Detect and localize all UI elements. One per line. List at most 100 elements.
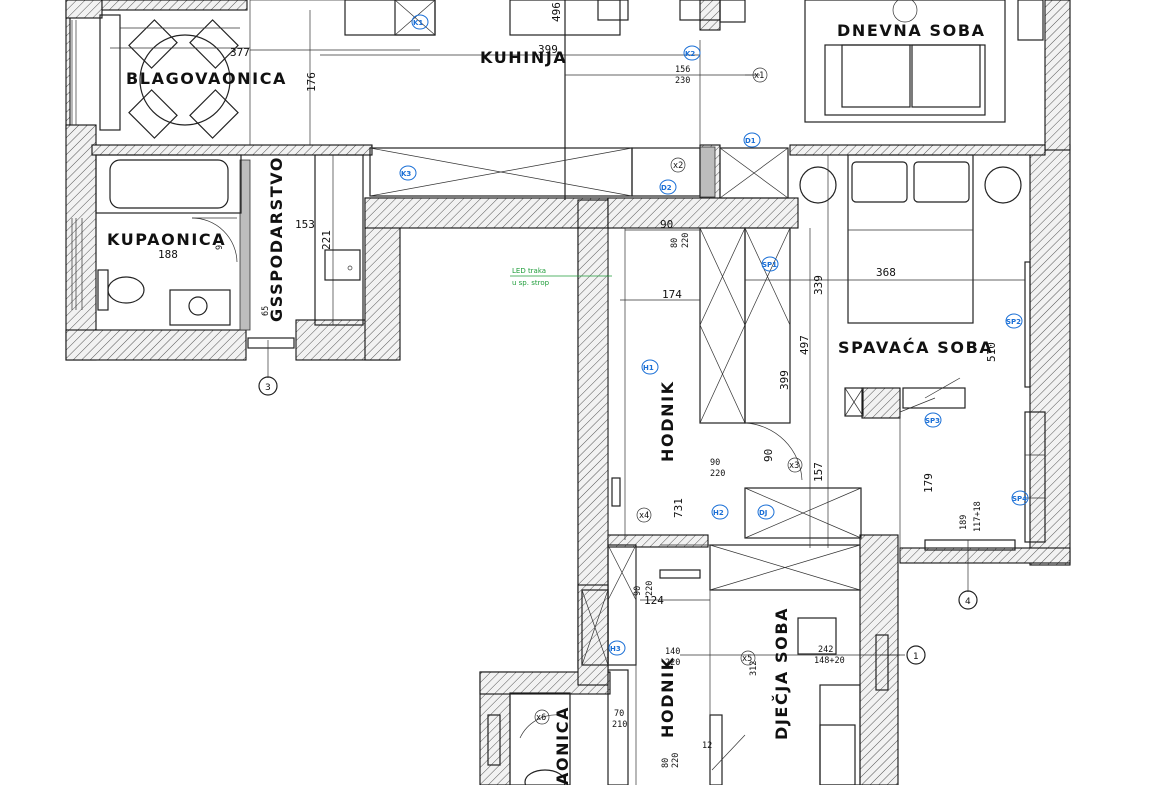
dim-label: 230 — [675, 76, 690, 86]
dim-label: 176 — [305, 72, 318, 92]
dim-label: 220 — [710, 469, 725, 479]
bed — [799, 154, 1022, 324]
pantry-shelves — [314, 154, 364, 326]
axis-marker-1: 1 — [906, 645, 926, 665]
dim-label: 179 — [922, 473, 935, 493]
dim-label: 496 — [550, 2, 563, 22]
door-frame — [247, 337, 295, 349]
tag-label: K2 — [685, 50, 695, 58]
bathtub — [95, 154, 242, 214]
dim-label: 312 — [749, 661, 759, 676]
dim-label: 220 — [681, 233, 691, 248]
led-note-line1: LED traka — [512, 267, 546, 275]
wall — [65, 0, 71, 131]
dim-label: 90 — [762, 449, 775, 462]
tag-label: H3 — [610, 645, 621, 653]
column — [699, 146, 716, 198]
dim-label: 220 — [671, 753, 681, 768]
dim-label: 90 — [660, 218, 673, 231]
tag-d2: D2 — [659, 179, 677, 195]
room-label-gospodarstvo: GSSPODARSTVO — [267, 156, 286, 322]
tag-label: SP4 — [1012, 495, 1027, 503]
dim-label: 12 — [702, 741, 712, 751]
window — [71, 20, 83, 310]
wall — [91, 144, 373, 156]
room-label-spavaca-soba: SPAVAĆA SOBA — [838, 338, 993, 357]
dim-label: 90 — [633, 586, 643, 596]
wall — [1044, 0, 1071, 151]
tag-h3: H3 — [608, 640, 626, 656]
child-furniture — [709, 544, 889, 785]
tag-label: D2 — [661, 184, 672, 192]
dim-label: 124 — [644, 594, 664, 607]
dim-label: 80 — [670, 238, 680, 248]
wall — [1029, 144, 1071, 566]
dim-label: 339 — [812, 275, 825, 295]
tag-h1: H1 — [641, 359, 659, 375]
door — [191, 217, 238, 263]
dim-label: 510 — [985, 342, 998, 362]
wall — [607, 197, 799, 229]
dim-label: 210 — [612, 720, 627, 730]
dim-label: 220 — [645, 581, 655, 596]
dim-label: 153 — [295, 218, 315, 231]
dim-label: 221 — [320, 230, 333, 250]
dim-label: 80 — [661, 758, 671, 768]
tag-label: DJ — [759, 509, 767, 517]
tag-label: K1 — [413, 19, 423, 27]
door-mark-label: x3 — [789, 461, 799, 471]
washbasin — [169, 289, 231, 326]
door-mark-label: x1 — [754, 71, 764, 81]
room-label-kuhinja: KUHINJA — [480, 48, 567, 67]
axis-label: 1 — [913, 652, 919, 662]
equipment-tags: K1 K2 K3 D1 D2 SP1 SP2 SP3 SP4 H1 H2 DJ … — [399, 14, 1029, 656]
tag-label: SP2 — [1006, 318, 1021, 326]
wall — [577, 584, 609, 686]
ceiling-fan — [899, 377, 966, 413]
led-note: LED traka u sp. strop — [510, 267, 612, 287]
tag-sp3: SP3 — [924, 412, 942, 428]
door-mark-label: x5 — [742, 654, 752, 664]
room-label-blagovaonica: BLAGOVAONICA — [126, 69, 287, 88]
tag-label: H2 — [713, 509, 724, 517]
tag-label: H1 — [643, 364, 654, 372]
wall — [65, 124, 97, 361]
dim-label: 399 — [778, 370, 791, 390]
wall — [861, 387, 901, 419]
tag-d1: D1 — [743, 132, 761, 148]
dim-label: 156 — [675, 65, 690, 75]
led-note-line2: u sp. strop — [512, 279, 550, 287]
tag-sp2: SP2 — [1005, 313, 1023, 329]
door-mark-label: x4 — [639, 511, 649, 521]
door-mark-label: x6 — [536, 713, 546, 723]
lower-corridor — [487, 544, 701, 785]
dim-label: 90 — [710, 458, 720, 468]
wall — [364, 197, 611, 229]
tag-label: D1 — [745, 137, 756, 145]
wall — [607, 534, 709, 548]
room-label-dnevna-soba: DNEVNA SOBA — [837, 21, 986, 40]
dim-label: 731 — [672, 498, 685, 518]
tag-dj: DJ — [757, 504, 775, 520]
dim-label: 117+18 — [973, 501, 983, 532]
room-label-kupaonica: KUPAONICA — [107, 230, 226, 249]
dim-label: 157 — [812, 462, 825, 482]
axis-label: 4 — [965, 597, 971, 607]
room-label-hodnik-lower: HODNIK — [658, 656, 677, 738]
kitchen-counter — [249, 0, 789, 200]
tag-k3: K3 — [399, 165, 417, 181]
tag-label: K3 — [401, 170, 411, 178]
dim-label: 70 — [614, 709, 624, 719]
room-label-hodnik: HODNIK — [658, 380, 677, 462]
column — [239, 159, 251, 331]
dim-label: 174 — [662, 288, 682, 301]
wardrobe — [607, 227, 862, 540]
dim-label: 140 — [665, 647, 680, 657]
wall — [859, 534, 899, 785]
tag-label: SP1 — [762, 261, 777, 269]
axis-marker-4: 4 — [958, 590, 978, 610]
dim-label: 65 — [261, 306, 271, 316]
dining-table — [99, 14, 250, 139]
tag-k2: K2 — [683, 45, 701, 61]
